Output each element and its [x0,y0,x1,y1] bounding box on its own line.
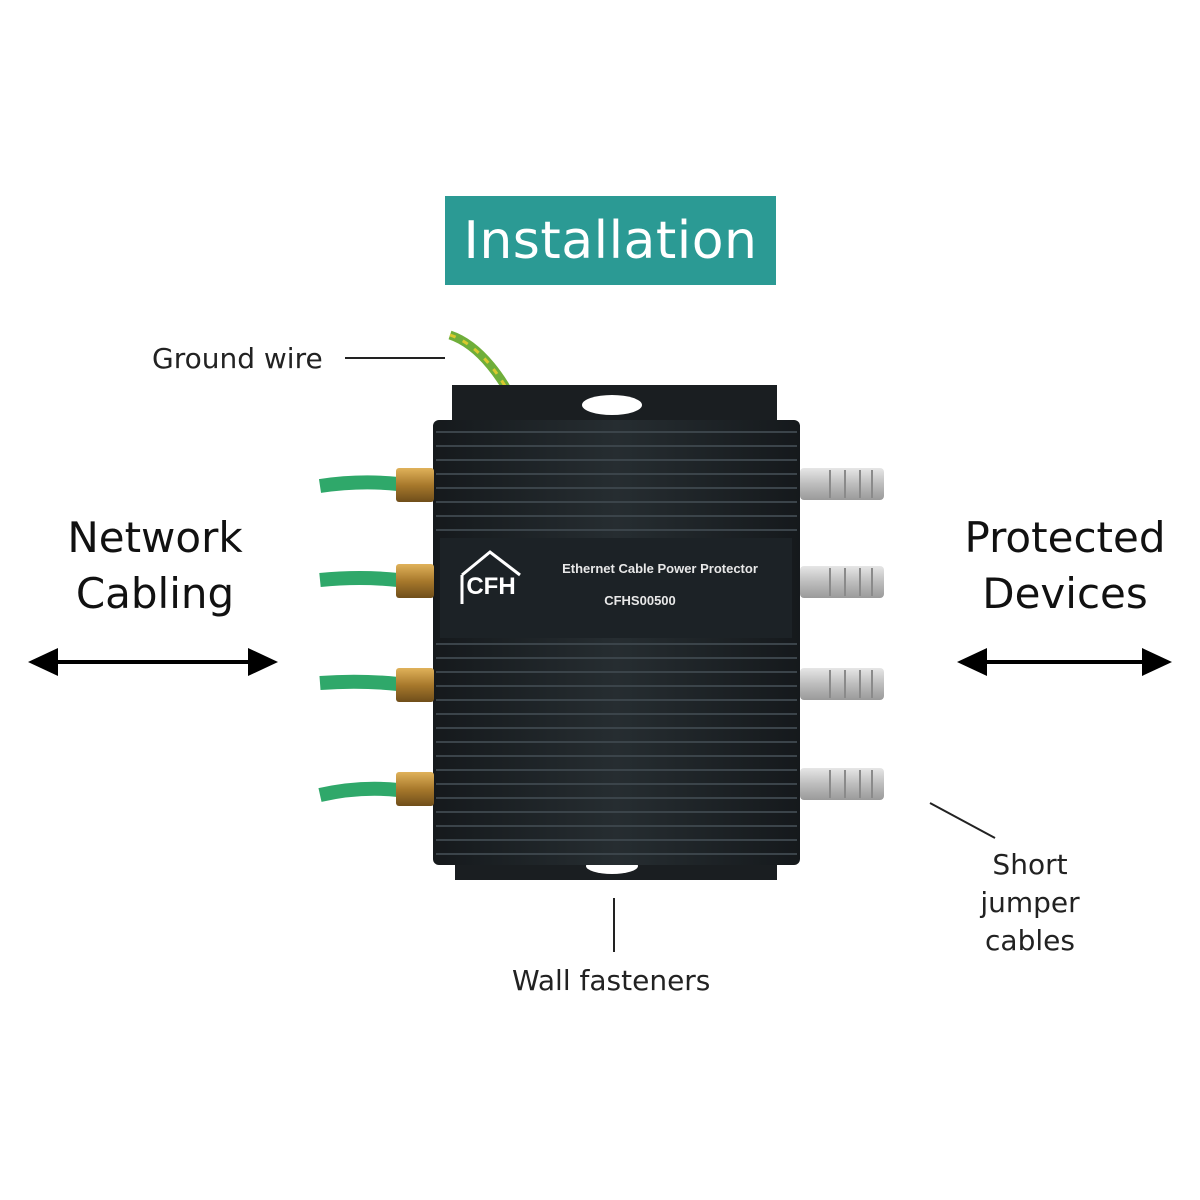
network-cable-3 [319,668,434,702]
wall-fasteners-label: Wall fasteners [512,964,711,997]
short-jumper-line1: Short [992,848,1068,881]
protected-devices-label: Protected Devices [945,510,1185,622]
network-cable-4 [318,772,434,806]
protected-devices-line1: Protected [964,513,1166,562]
network-cabling-label: Network Cabling [40,510,270,622]
devices-double-arrow [957,648,1172,676]
protected-devices-line2: Devices [982,569,1148,618]
jumper-connector-2 [800,566,884,598]
network-cabling-line2: Cabling [75,569,235,618]
page-title: Installation [463,210,758,271]
model-number: CFHS00500 [604,593,676,608]
brand-logo: CFH [466,573,515,600]
ground-wire-label: Ground wire [152,342,323,375]
jumper-connector-4 [800,768,884,800]
network-cable-1 [318,468,434,502]
device-body [433,420,800,865]
product-name: Ethernet Cable Power Protector [562,561,758,576]
jumper-connector-1 [800,468,884,500]
network-cable-2 [319,564,434,598]
short-jumper-leader [929,802,996,839]
short-jumper-label: Short jumper cables [935,846,1125,960]
network-cabling-line1: Network [67,513,243,562]
short-jumper-line2: jumper cables [980,886,1080,957]
title-banner: Installation [445,196,776,285]
cfh-house-logo-icon: CFH [460,550,521,604]
jumper-connector-3 [800,668,884,700]
network-double-arrow [28,648,278,676]
